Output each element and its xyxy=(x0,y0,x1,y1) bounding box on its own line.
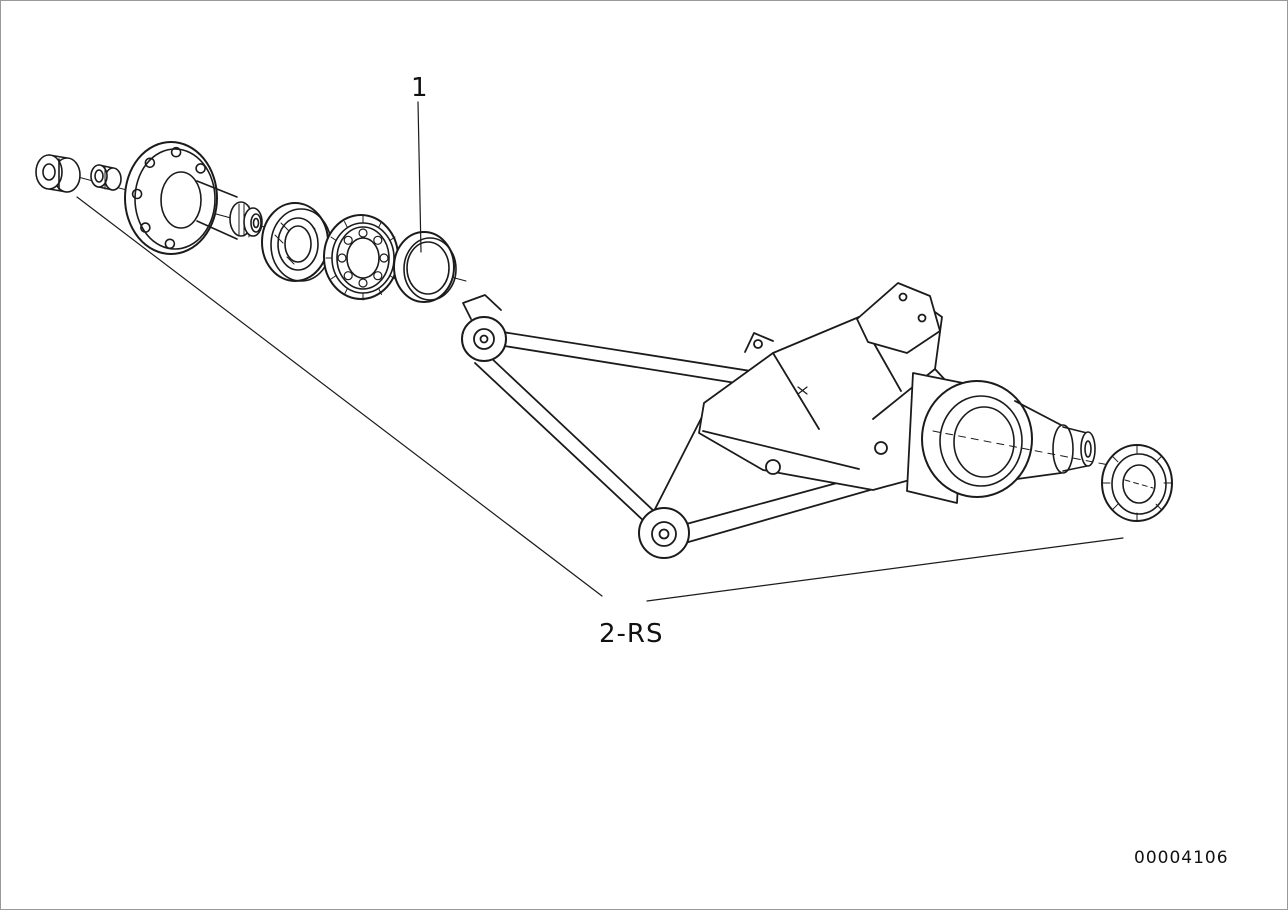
label-part-2: 2-RS xyxy=(599,619,664,649)
leader-line-part2-left xyxy=(76,196,603,597)
spacer-ring xyxy=(393,231,457,303)
leader-line-part1 xyxy=(417,101,422,253)
leader-line-part2-right xyxy=(646,537,1124,602)
label-part-1: 1 xyxy=(411,73,429,103)
ball-bearing xyxy=(323,214,401,301)
outer-wheel-bearing xyxy=(1101,444,1173,522)
semi-trailing-arm xyxy=(461,282,960,559)
hub-carrier xyxy=(906,372,1172,504)
drive-flange xyxy=(124,141,263,255)
drawing-number: 00004106 xyxy=(1134,848,1229,868)
shaft-seal xyxy=(261,202,332,282)
spacer-bushing xyxy=(90,164,122,191)
axle-nut xyxy=(35,154,81,193)
splined-shaft xyxy=(196,180,263,240)
